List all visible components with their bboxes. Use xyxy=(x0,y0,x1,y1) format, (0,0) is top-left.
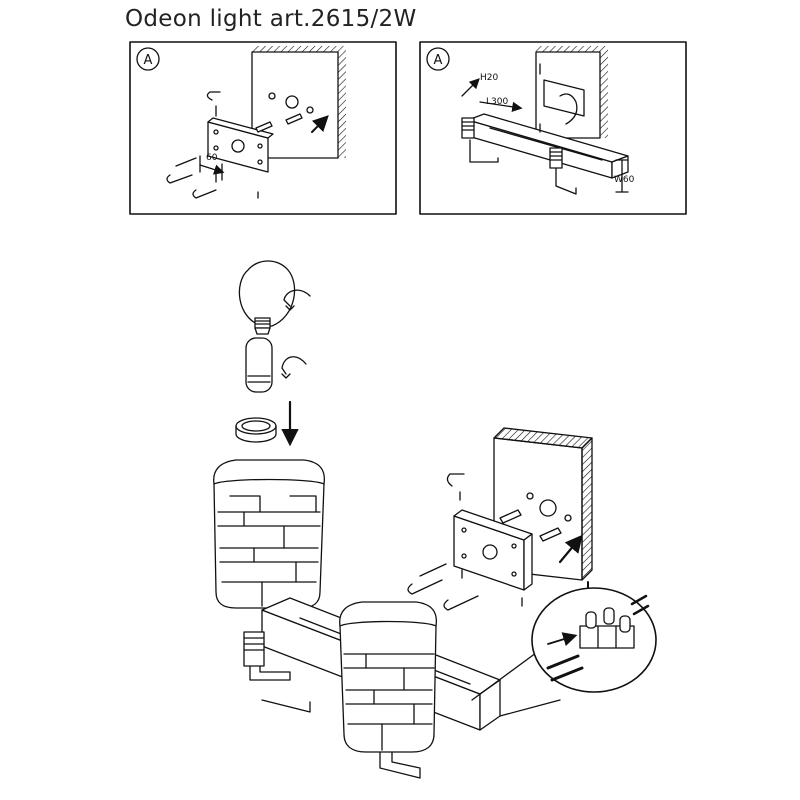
dimension-60-label: 60 xyxy=(206,153,218,163)
light-bulb-icon xyxy=(238,260,296,335)
glass-shade-icon xyxy=(339,601,438,753)
terminal-block-detail xyxy=(471,587,657,717)
dimension-w60: W60 xyxy=(614,159,635,193)
panel-right: A H20 xyxy=(419,41,687,215)
wall-icon xyxy=(535,46,608,139)
lamp-socket-icon xyxy=(245,337,273,393)
screw-icon xyxy=(166,91,221,199)
dimension-h20: H20 xyxy=(461,73,498,97)
panel-left: A xyxy=(129,41,397,215)
screw-icon xyxy=(407,473,479,611)
dimension-h20-label: H20 xyxy=(480,73,498,83)
socket-ring-icon xyxy=(235,417,277,443)
fixture-bar-icon xyxy=(461,113,629,195)
glass-shade-icon xyxy=(213,459,326,609)
dimension-l300: L300 xyxy=(479,97,523,112)
panel-left-marker: A xyxy=(136,47,160,71)
panel-left-frame xyxy=(129,41,397,215)
mounting-bracket-icon xyxy=(207,117,274,173)
panel-right-marker-label: A xyxy=(434,53,443,68)
dimension-l300-label: L300 xyxy=(486,97,508,107)
push-arrow-icon xyxy=(558,534,583,564)
rotate-arrow-icon xyxy=(281,289,311,379)
wall-plug-icon xyxy=(255,113,303,133)
mounting-bracket-icon xyxy=(453,509,533,591)
small-screw-icon xyxy=(459,491,523,607)
wall-plug-icon xyxy=(499,509,562,542)
main-assembly xyxy=(213,260,657,779)
panel-left-marker-label: A xyxy=(144,53,153,68)
dimension-w60-label: W60 xyxy=(614,175,635,185)
small-screw-icon xyxy=(215,105,259,199)
document-title: Odeon light art.2615/2W xyxy=(125,6,417,32)
dimension-60: 60 xyxy=(199,153,225,181)
panel-right-marker: A xyxy=(426,47,450,71)
panel-right-frame xyxy=(419,41,687,215)
push-arrow-icon xyxy=(311,115,329,133)
